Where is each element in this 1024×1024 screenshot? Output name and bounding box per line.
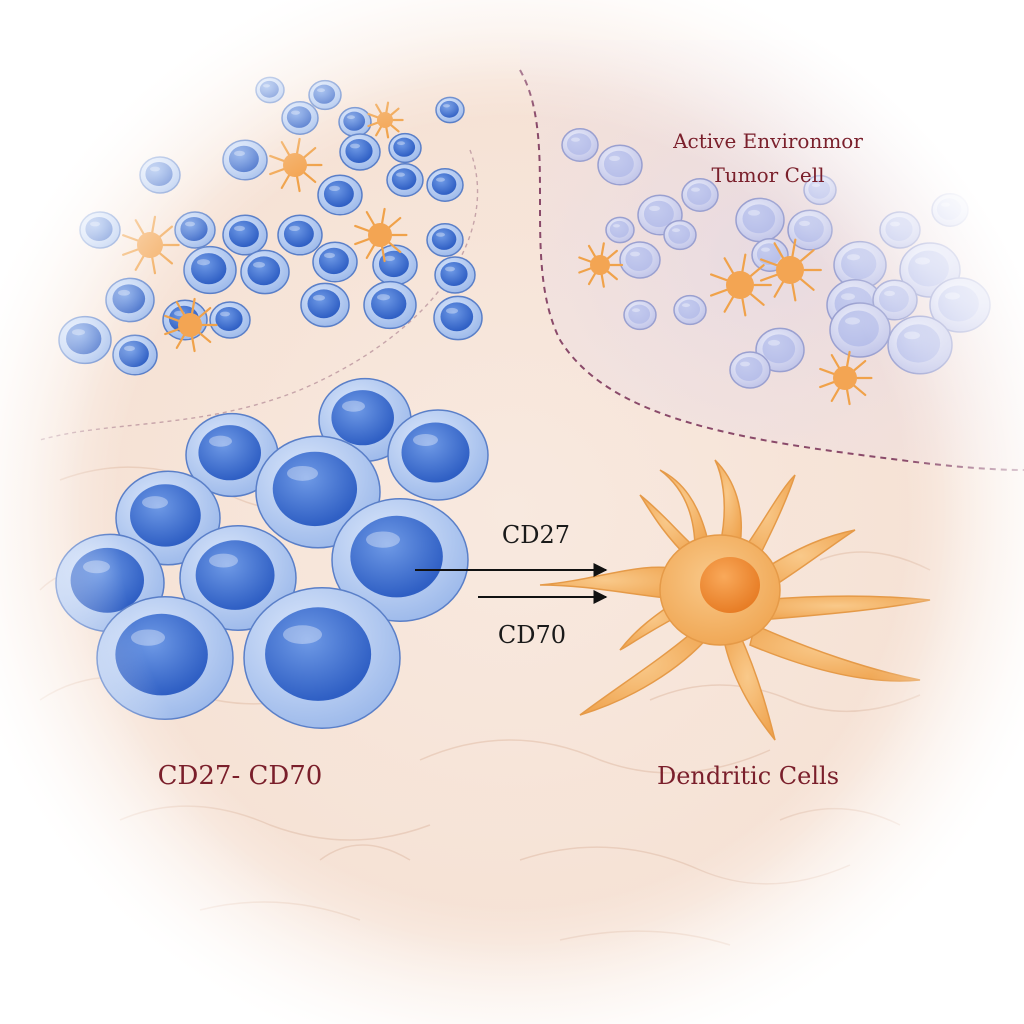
- dendritic-cell-label: Dendritic Cells: [657, 762, 839, 790]
- cd70-label: CD70: [498, 621, 566, 649]
- tumor-label-line1: Active Environmor: [672, 129, 863, 153]
- cd27-label: CD27: [502, 521, 570, 549]
- tumor-label-line2: Tumor Cell: [711, 163, 824, 187]
- tcell-cluster-label: CD27- CD70: [158, 761, 323, 791]
